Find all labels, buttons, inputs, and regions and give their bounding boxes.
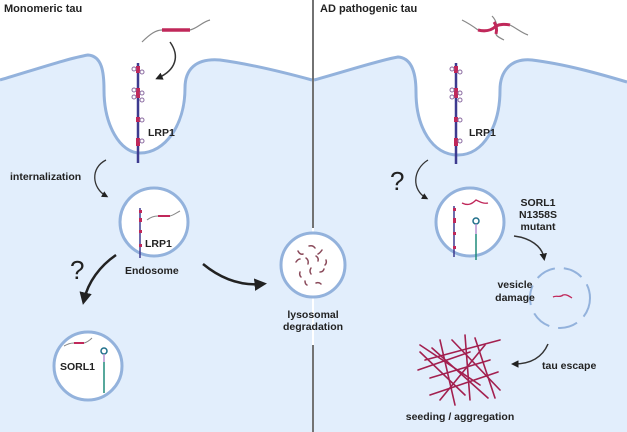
lysosome xyxy=(279,231,347,299)
right-panel-title: AD pathogenic tau xyxy=(320,3,417,15)
damaged-vesicle xyxy=(529,267,591,329)
endosome-label: Endosome xyxy=(125,265,179,277)
internalization-label: internalization xyxy=(10,171,81,183)
sorl1-vesicle xyxy=(52,330,124,402)
left-plasma-membrane xyxy=(0,53,313,155)
left-panel-title: Monomeric tau xyxy=(4,3,82,15)
question-mark-right: ? xyxy=(390,166,404,196)
damage-label-line2: damage xyxy=(495,292,535,304)
mutant-label-line2: N1358S xyxy=(519,209,557,221)
damage-arrow-icon xyxy=(513,235,547,261)
sorl1-arrow-icon xyxy=(79,253,117,305)
monomeric-tau xyxy=(141,19,211,43)
tau-escape-label: tau escape xyxy=(542,360,596,372)
tau-aggregate xyxy=(417,334,501,406)
mutant-label-line1: SORL1 xyxy=(520,197,555,209)
lysosome-arrow-icon xyxy=(202,263,267,291)
lrp1-receptor-left xyxy=(131,63,145,163)
endosome-right xyxy=(434,186,506,260)
binding-arrow-icon xyxy=(155,41,177,80)
internalization-arrow-icon xyxy=(94,159,109,198)
pathogenic-tau xyxy=(461,15,529,41)
endosome-left xyxy=(118,186,190,258)
lrp1-label-left: LRP1 xyxy=(148,127,175,139)
question-mark-left: ? xyxy=(70,255,84,285)
lrp1-label-right: LRP1 xyxy=(469,127,496,139)
damage-label-line1: vesicle xyxy=(497,279,532,291)
aggregation-label: seeding / aggregation xyxy=(406,411,515,423)
lrp1-label-endosome: LRP1 xyxy=(145,238,172,250)
mutant-label-line3: mutant xyxy=(521,221,557,233)
lysosome-label-line1: lysosomal xyxy=(287,309,338,321)
escape-arrow-icon xyxy=(511,343,549,368)
lysosome-label-line2: degradation xyxy=(283,321,343,333)
lrp1-receptor-right xyxy=(449,63,463,164)
right-plasma-membrane xyxy=(313,55,627,157)
internalization-arrow-right-icon xyxy=(415,159,429,200)
sorl1-label: SORL1 xyxy=(60,361,95,373)
